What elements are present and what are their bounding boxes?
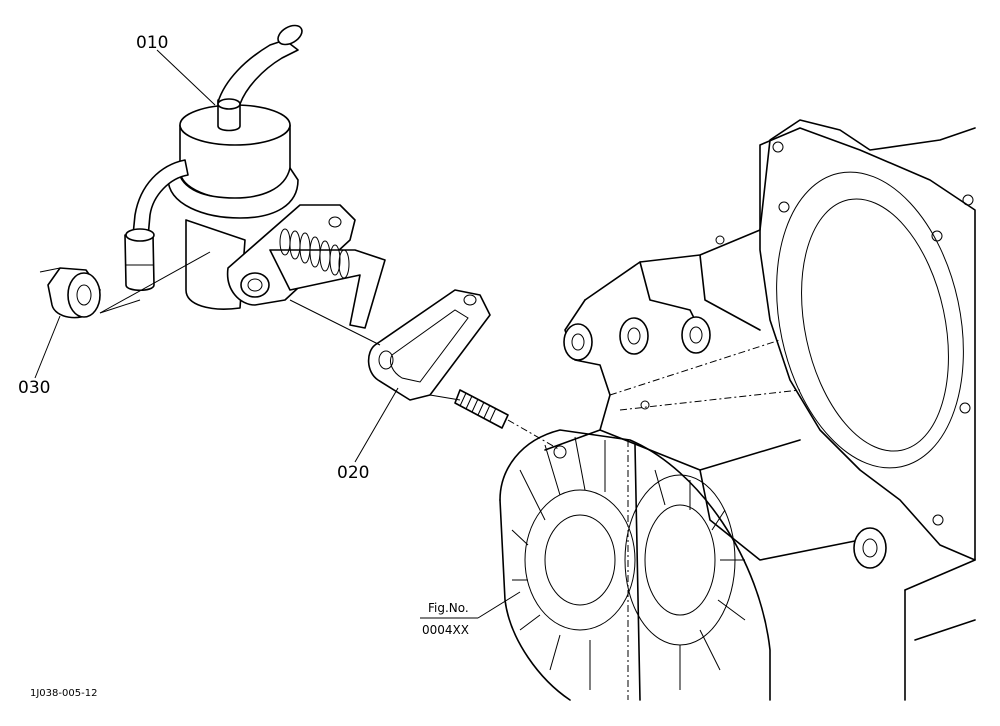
callout-label-020: 020 (337, 463, 369, 483)
figure-reference: Fig.No. 0004XX (420, 591, 521, 637)
gasket (367, 289, 491, 401)
stud-bolt (454, 389, 561, 451)
callout-030: 030 (18, 315, 61, 398)
callout-010: 010 (136, 33, 216, 106)
callout-020: 020 (337, 387, 399, 483)
callout-label-030: 030 (18, 378, 50, 398)
assembly-lines (99, 251, 461, 401)
figure-ref-line1: Fig.No. (428, 601, 469, 615)
fuel-pump (124, 24, 386, 329)
drawing-code: 1J038-005-12 (30, 688, 97, 699)
figure-ref-line2: 0004XX (422, 623, 469, 637)
engine-housing (544, 119, 976, 701)
nut-collar (39, 267, 101, 319)
pump-spring (279, 228, 350, 279)
gear-cover (499, 429, 771, 701)
callout-label-010: 010 (136, 33, 168, 53)
